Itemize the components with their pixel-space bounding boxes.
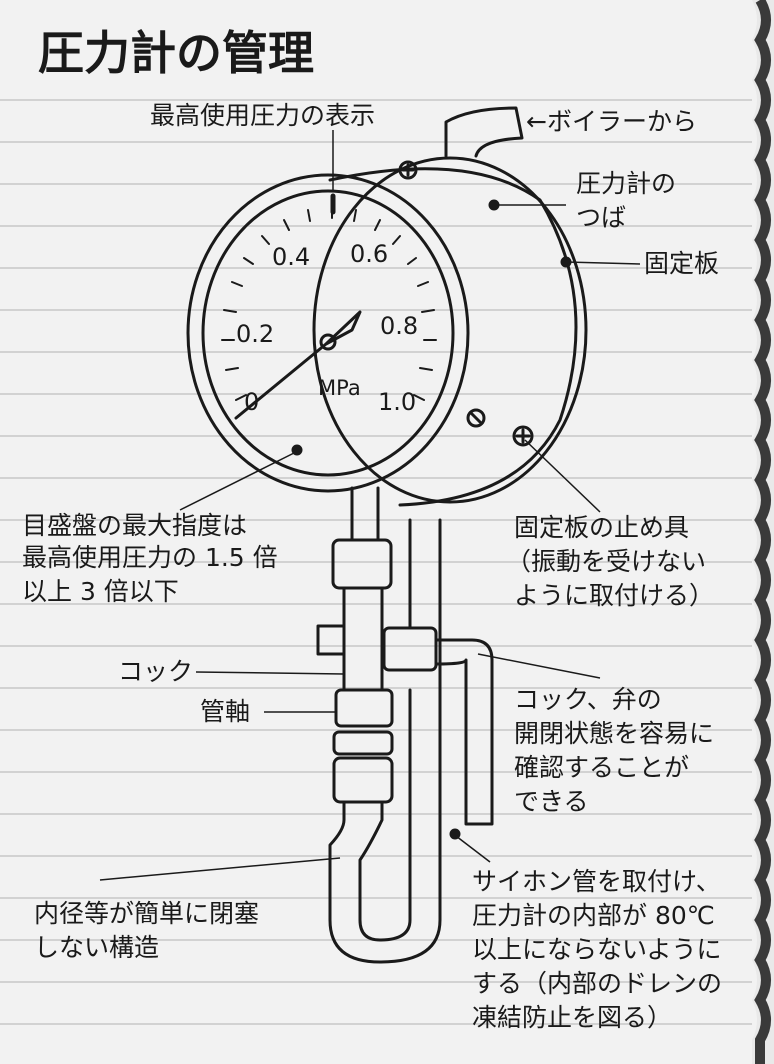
label-inner-diameter-line1: 内径等が簡単に閉塞 (34, 899, 260, 928)
gauge-flange (312, 156, 588, 504)
siphon-tube (328, 688, 442, 964)
label-dial-note-line2: 最高使用圧力の 1.5 倍 (22, 543, 278, 572)
label-siphon-line3: 以上にならないように (472, 935, 722, 964)
bolt-lower (466, 408, 486, 428)
side-branch (434, 638, 494, 826)
label-from-boiler: ←ボイラーから (526, 107, 697, 136)
bolt-top (398, 160, 418, 180)
bolt-right (512, 425, 534, 447)
label-dial-note-line3: 以上 3 倍以下 (22, 577, 179, 606)
label-cock-valve-line1: コック、弁の (514, 685, 662, 714)
label-cock: コック (118, 657, 194, 686)
label-cock-valve-line2: 開閉状態を容易に (514, 719, 715, 748)
gauge-needle (234, 310, 362, 420)
gauge-unit: MPa (318, 376, 361, 400)
stem-pipe (350, 486, 380, 542)
label-inner-diameter-line2: しない構造 (34, 933, 160, 962)
gauge-case (186, 173, 470, 493)
label-max-pressure-display: 最高使用圧力の表示 (150, 101, 376, 130)
label-pipe-shaft: 管軸 (200, 697, 251, 726)
label-fixing-plate: 固定板 (644, 249, 720, 278)
paper-edge-shadow (754, 0, 771, 1064)
scale-label-0.6: 0.6 (350, 240, 389, 268)
label-fastener-line3: ように取付ける） (514, 581, 715, 610)
flange-rim (328, 167, 578, 507)
label-siphon-line5: 凍結防止を図る） (472, 1003, 673, 1032)
scale-label-0: 0 (244, 388, 260, 416)
label-flange-line2: つば (576, 203, 627, 232)
scale-label-0.2: 0.2 (236, 320, 275, 348)
label-siphon-line2: 圧力計の内部が 80℃ (472, 901, 715, 930)
pipe-shaft-nut (334, 688, 394, 728)
label-siphon-line1: サイホン管を取付け、 (472, 867, 721, 896)
label-fastener-line2: （振動を受けない (506, 547, 707, 576)
cock-handle (316, 624, 346, 656)
scale-label-1.0: 1.0 (378, 388, 417, 416)
lower-ring (332, 730, 394, 756)
dial-ticks (221, 205, 437, 401)
label-cock-valve-line4: できる (514, 787, 589, 816)
cock-body (342, 586, 384, 692)
lower-nut (332, 756, 394, 804)
upper-nut (331, 538, 393, 590)
label-dial-note-line1: 目盛盤の最大指度は (22, 511, 248, 540)
page-title: 圧力計の管理 (38, 26, 314, 80)
pressure-gauge-drawing (186, 106, 588, 964)
scale-label-0.8: 0.8 (380, 312, 419, 340)
needle-hub (319, 333, 337, 351)
boiler-inlet-pipe (444, 106, 524, 158)
label-cock-valve-line3: 確認することが (514, 753, 690, 782)
gauge-dial (201, 189, 455, 477)
scale-label-0.4: 0.4 (272, 243, 311, 271)
label-siphon-line4: する（内部のドレンの (472, 969, 723, 998)
label-flange-line1: 圧力計の (576, 169, 677, 198)
right-pipe (408, 518, 442, 692)
label-fastener-line1: 固定板の止め具 (514, 513, 690, 542)
leader-lines (99, 130, 641, 881)
